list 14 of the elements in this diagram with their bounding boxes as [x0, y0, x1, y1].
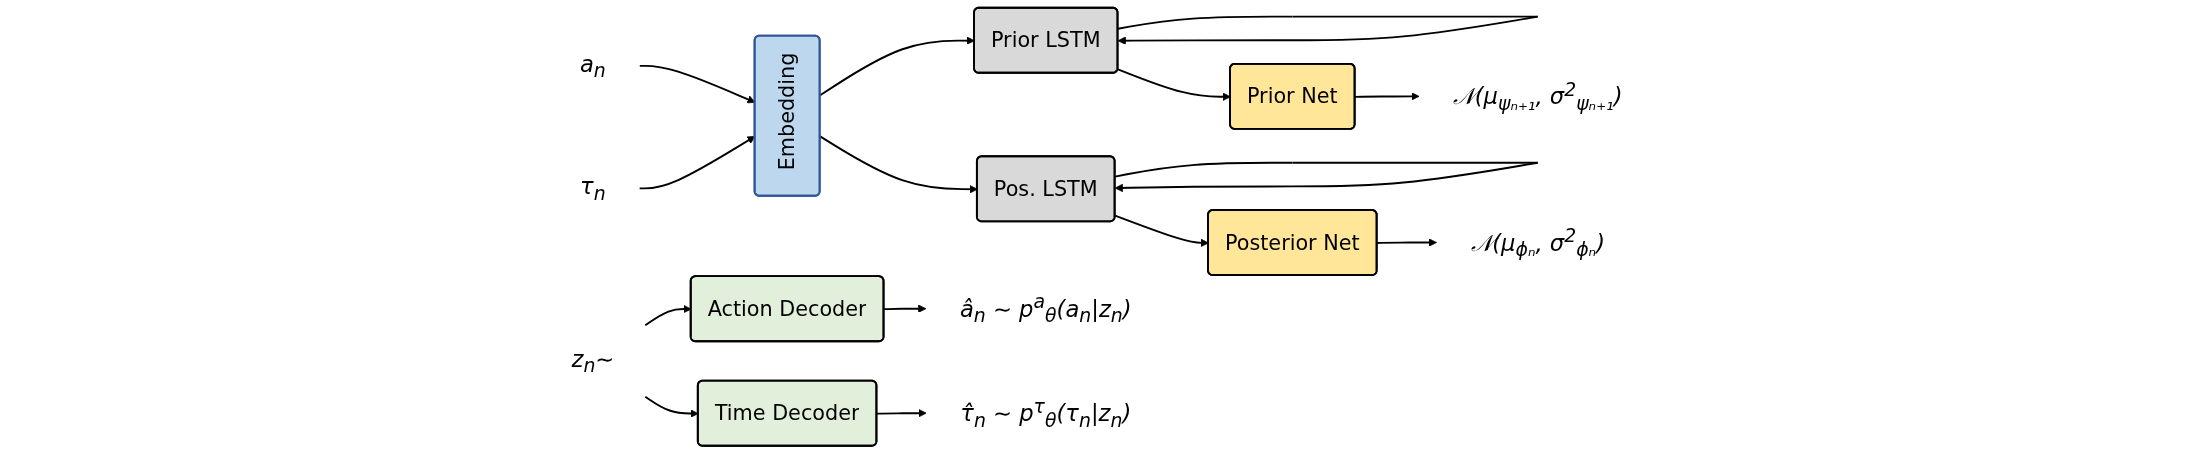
node-text: τ$_{n}$ [580, 173, 606, 205]
node-text: 𝒩(μ$_{ϕₙ}$, σ$^{2}$$_{ϕₙ}$) [1470, 224, 1605, 261]
arrow [1117, 68, 1231, 101]
arrow [1114, 161, 1539, 193]
node-text: τ̂$_{n}$ ∼ p$^{τ}$$_{θ}$(τ$_{n}$|z$_{n}$) [960, 394, 1132, 432]
arrow [883, 304, 927, 313]
node-text: a$_{n}$ [579, 50, 606, 82]
arrow [1354, 92, 1420, 101]
arrow [1376, 238, 1437, 247]
node-text: 𝒩(μ$_{ψₙ₊₁}$, σ$^{2}$$_{ψₙ₊₁}$) [1453, 78, 1623, 115]
node-text: z$_{n}$∼ [571, 345, 615, 377]
arrow [1117, 15, 1539, 45]
node-text: â$_{n}$ ∼ p$^{a}$$_{θ}$(a$_{n}$|z$_{n}$) [959, 290, 1132, 327]
arrow [819, 36, 975, 97]
